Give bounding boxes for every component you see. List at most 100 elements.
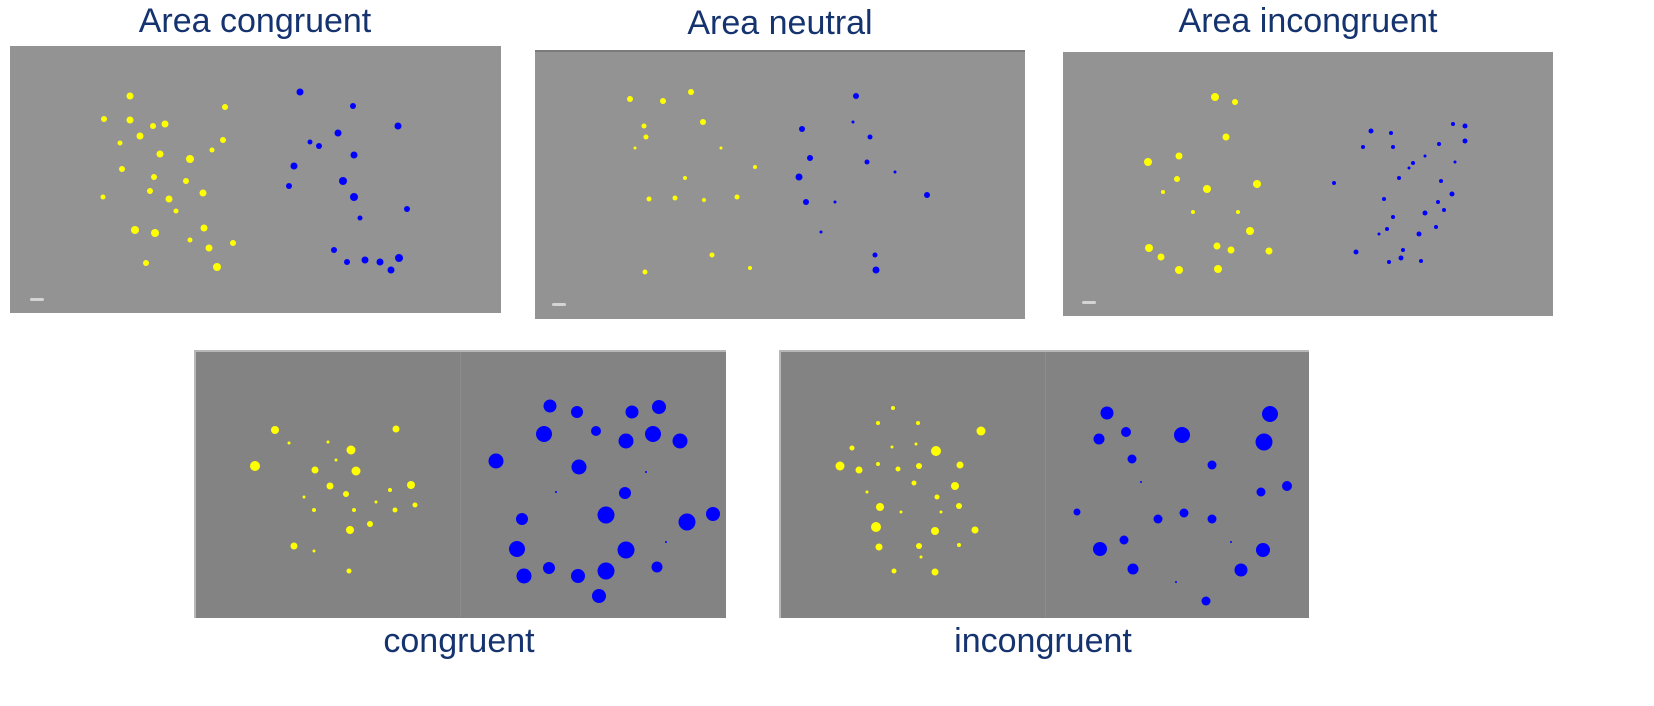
blue-dot [1119,535,1129,545]
yellow-dot [688,89,694,95]
yellow-dot [222,104,228,110]
blue-dot [344,259,350,265]
yellow-dot [156,150,164,158]
blue-dot [1434,225,1438,229]
blue-dot [799,126,805,132]
yellow-dot [1144,158,1152,166]
yellow-dot [119,166,125,172]
dot-field-area-incongruent [1082,93,1468,304]
blue-dot [619,487,631,499]
yellow-dot [753,165,757,169]
blue-dot [853,93,859,99]
yellow-dot [312,549,316,553]
panel-area-congruent [10,46,501,313]
blue-dot [509,541,525,557]
yellow-dot [1213,242,1221,250]
blue-dot [625,405,639,419]
yellow-dot [200,224,208,232]
blue-dot [1093,542,1107,556]
blue-dot [1256,487,1266,497]
yellow-dot [209,147,215,153]
yellow-dot [1145,244,1153,252]
blue-dot [1377,232,1381,236]
yellow-dot [748,266,752,270]
yellow-dot [855,466,863,474]
yellow-dot [700,119,706,125]
blue-dot [618,433,634,449]
blue-dot [1398,255,1404,261]
yellow-dot [971,526,979,534]
blue-dot [290,162,298,170]
panel-incongruent [779,350,1309,618]
yellow-dot [287,441,291,445]
blue-dot [543,562,555,574]
blue-dot [395,254,403,262]
panel-congruent [194,350,726,618]
blue-dot [872,266,880,274]
yellow-dot [899,510,903,514]
yellow-dot [1174,176,1180,182]
yellow-dot [205,244,213,252]
yellow-dot [931,527,939,535]
yellow-dot [290,542,298,550]
yellow-dot [101,116,107,122]
yellow-dot [126,92,134,100]
yellow-dot [165,195,173,203]
blue-dot [334,129,342,137]
blue-dot [1382,197,1386,201]
blue-dot [1282,481,1292,491]
blue-dot [536,426,552,442]
yellow-dot [183,178,189,184]
blue-dot [1207,514,1217,524]
yellow-dot [151,174,157,180]
yellow-dot [719,146,723,150]
yellow-dot [388,488,392,492]
blue-dot [1368,128,1374,134]
yellow-dot [914,442,918,446]
yellow-dot [1161,190,1165,194]
scale-marker [552,303,566,306]
blue-dot [819,230,823,234]
blue-dot [1422,210,1428,216]
blue-dot [571,459,587,475]
yellow-dot [939,510,943,514]
yellow-dot [865,490,869,494]
blue-dot [1262,406,1278,422]
blue-dot [1121,427,1131,437]
blue-dot [1387,260,1391,264]
blue-dot [1332,181,1336,185]
yellow-dot [683,176,687,180]
panel-divider [1045,352,1046,618]
blue-dot [706,507,720,521]
blue-dot [316,143,322,149]
caption-area-incongruent: Area incongruent [1178,2,1438,40]
blue-dot [387,266,395,274]
yellow-dot [117,140,123,146]
blue-dot [516,513,528,525]
yellow-dot [392,507,398,513]
blue-dot [1442,208,1446,212]
yellow-dot [312,508,316,512]
blue-dot [1234,563,1248,577]
yellow-dot [931,568,939,576]
yellow-dot [230,240,236,246]
yellow-dot [250,461,260,471]
yellow-dot [126,116,134,124]
yellow-dot [346,526,354,534]
blue-dot [1385,227,1389,231]
blue-dot [678,513,696,531]
yellow-dot [919,555,923,559]
yellow-dot [1175,152,1183,160]
scale-marker [30,298,44,301]
yellow-dot [1203,185,1211,193]
yellow-dot [951,482,959,490]
blue-dot [394,122,402,130]
blue-dot [1462,123,1468,129]
yellow-dot [627,96,633,102]
blue-dot [376,258,384,266]
yellow-dot [199,189,207,197]
yellow-dot [1253,180,1261,188]
blue-dot [1201,596,1211,606]
yellow-dot [1214,265,1222,273]
yellow-dot [672,195,678,201]
